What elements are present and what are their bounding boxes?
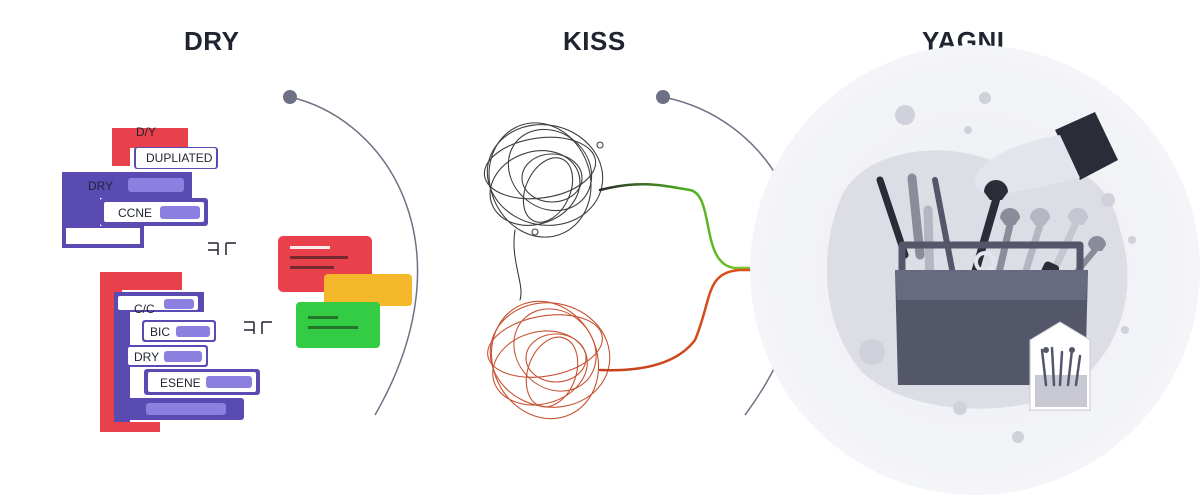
- separator-arc-left: [283, 90, 419, 416]
- dry-title: DRY: [184, 26, 240, 56]
- label-duplicated: DUPLIATED: [146, 151, 213, 165]
- dry-code-blocks-bottom: C/C BIC DRY ESENE: [100, 272, 260, 432]
- label-dry-top: DRY: [88, 179, 113, 193]
- dry-code-blocks-top: D/Y DUPLIATED DRY CCNE: [62, 125, 218, 248]
- yagni-small-toolbox-icon: [1029, 321, 1091, 411]
- label-dry-bottom: DRY: [134, 350, 159, 364]
- kiss-simple-wires: [513, 182, 777, 372]
- label-cc: C/C: [134, 302, 155, 316]
- dry-reusable-cards: [278, 236, 412, 348]
- kiss-tangle-top: [483, 122, 604, 238]
- label-clone: CCNE: [118, 206, 152, 220]
- kiss-title: KISS: [563, 26, 626, 56]
- label-bc: BIC: [150, 325, 170, 339]
- label-top-tab: D/Y: [136, 125, 156, 139]
- dry-connector-marks: [208, 242, 272, 334]
- label-esene: ESENE: [160, 376, 201, 390]
- yagni-hand-icon: [975, 112, 1118, 196]
- kiss-tangle-bottom: [487, 300, 611, 420]
